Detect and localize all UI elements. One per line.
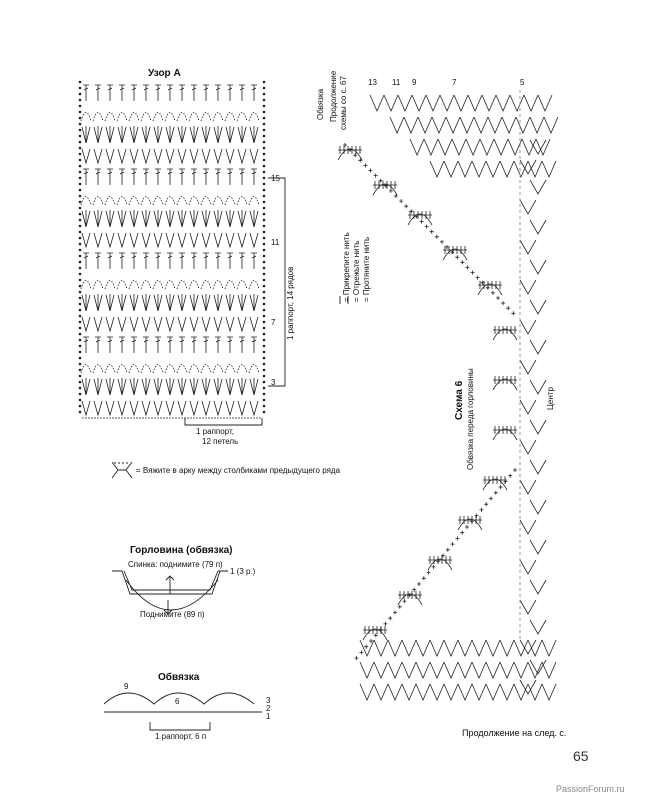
edging-row-marker: 2 <box>266 704 271 713</box>
top-marker: 9 <box>412 78 417 87</box>
pattern-a-title: Узор А <box>148 68 181 79</box>
rapport-stitches-label-1: 1 раппорт, <box>196 427 234 436</box>
scheme6-edging-label: Обвязка <box>316 88 325 120</box>
neckline-front: Поднимите (89 п) <box>140 610 205 619</box>
top-marker: 7 <box>452 78 457 87</box>
scheme6-continued-from: Продолжение <box>329 70 338 122</box>
scheme6-subtitle: Обвязка переда горловины <box>466 368 475 470</box>
edging-rapport: 1 раппорт, 6 п <box>155 732 207 741</box>
rapport-rows-label: 1 раппорт, 14 рядов <box>286 266 295 340</box>
scheme6-continued-from-2: схемы со с. 67 <box>339 76 348 130</box>
edging-row-marker: 3 <box>266 696 271 705</box>
row-marker: 3 <box>271 378 276 387</box>
edging-title: Обвязка <box>158 672 200 683</box>
edging-row-marker: 1 <box>266 712 271 721</box>
page-number: 65 <box>573 748 589 764</box>
scheme6-continued-next: Продолжение на след. с. <box>462 728 567 738</box>
scheme6-title: Схема 6 <box>454 380 465 420</box>
edging-number: 9 <box>124 682 129 691</box>
top-marker: 5 <box>520 78 525 87</box>
legend-attach: = Прикрепите нить <box>342 232 351 302</box>
neckline-back: Спинка: поднимите (79 п) <box>128 560 223 569</box>
top-marker: 11 <box>392 78 401 87</box>
scheme6-center: Центр <box>546 387 555 410</box>
legend-cut: = Отрежьте нить <box>352 240 361 302</box>
rapport-stitches-label-2: 12 петель <box>202 437 239 446</box>
row-marker: 15 <box>271 174 280 183</box>
row-marker: 7 <box>271 318 276 327</box>
neckline-rows: 1 (3 р.) <box>230 567 256 576</box>
row-marker: 11 <box>271 238 280 247</box>
legend-arch: = Вяжите в арку между столбиками предыду… <box>136 466 341 475</box>
edging-number: 6 <box>175 697 180 706</box>
legend-pull: = Протяните нить <box>362 236 371 302</box>
neckline-title: Горловина (обвязка) <box>130 545 233 556</box>
top-marker: 13 <box>368 78 377 87</box>
watermark: PassionForum.ru <box>556 784 625 794</box>
